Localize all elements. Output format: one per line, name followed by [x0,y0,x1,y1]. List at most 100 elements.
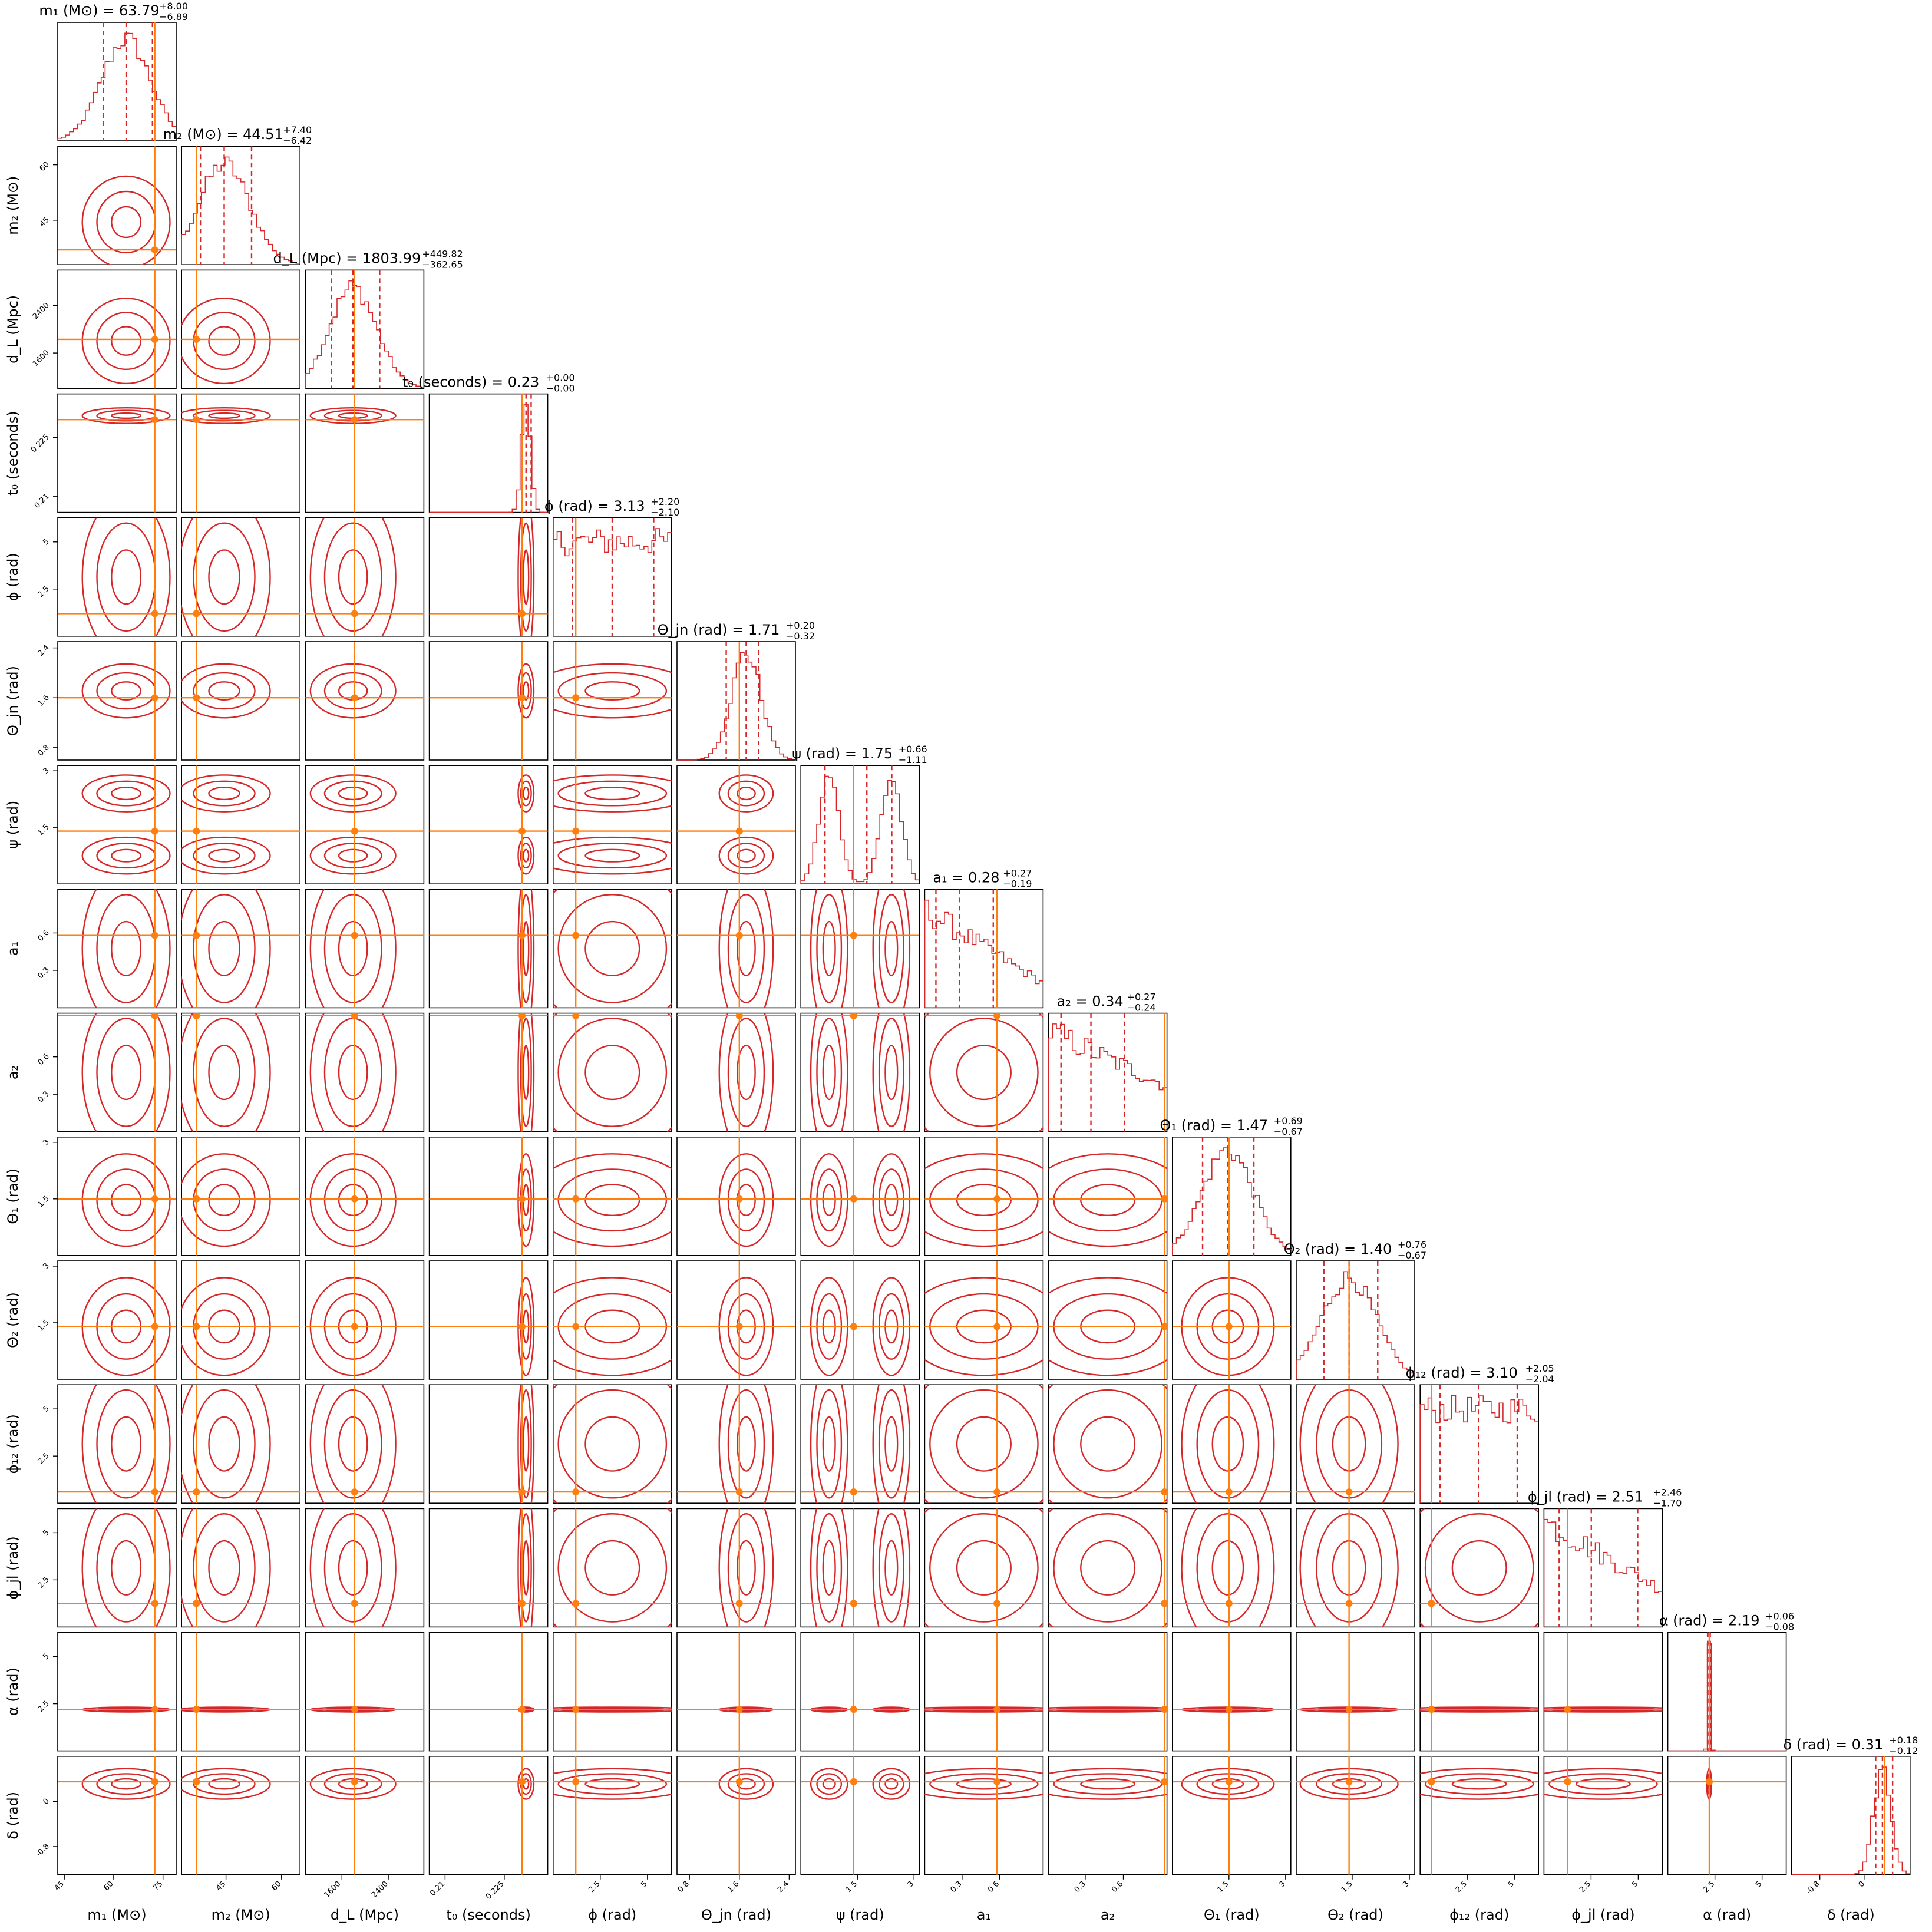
truth-marker [1161,1323,1167,1330]
contour-level [517,1013,535,1132]
x-tick-label: 5 [1630,1880,1640,1889]
contour-level [517,889,535,1008]
contour-level [111,206,142,239]
contour-level [1211,1540,1244,1596]
contour-level [553,1768,672,1800]
contour-level [309,1385,397,1504]
panel-frame [800,1012,920,1132]
panel-frame [676,765,796,884]
contour-level [1080,1540,1136,1596]
y-axis-label: Θ₁ (rad) [5,1168,21,1224]
y-axis-label: δ (rad) [5,1792,21,1839]
x-tick-label: 0.225 [484,1880,506,1901]
panel-frame [1048,1508,1168,1628]
panel-frame [305,1137,425,1256]
contour-level [323,1389,382,1499]
panel-frame [428,765,549,884]
x-tick-label: 75 [151,1880,164,1893]
contour-level [553,889,672,1008]
contour-panel [181,517,301,637]
contour-level [208,920,240,976]
x-axis-label: ψ (rad) [836,1907,884,1923]
truth-marker [1161,1600,1167,1607]
contour-panel [552,1384,672,1504]
contour-level [81,517,171,636]
panel-frame [1048,1384,1168,1504]
contour-level [338,848,368,863]
y-tick-label: 0.225 [29,433,51,455]
contour-level [517,517,535,636]
truth-marker [993,1195,1001,1203]
panel-frame [181,269,301,389]
y-tick-label: 3 [41,766,51,775]
contour-level [523,1540,530,1596]
contour-level [810,1013,848,1132]
truth-marker [518,1488,526,1495]
contour-level [523,681,530,701]
histogram-step-line [1419,1395,1539,1504]
title-plus-error: +0.06 [1765,1611,1794,1622]
contour-panel [1296,1508,1415,1628]
contour-level [1196,1773,1260,1795]
contour-level [96,1773,156,1795]
y-tick-label: 5 [41,537,51,547]
contour-level [929,1389,1039,1499]
truth-marker [151,1778,158,1785]
contour-level [1451,1540,1507,1596]
panel-frame [428,517,549,637]
panel-frame [1667,1756,1787,1875]
x-axis-label: δ (rad) [1827,1907,1875,1923]
y-axis-label: t₀ (seconds) [5,411,21,495]
hist-panel: Θ₂ (rad) = 1.40+0.76−0.67 [1284,1239,1426,1380]
y-tick-label: 0.3 [37,1089,51,1104]
truth-marker [1345,1778,1353,1785]
contour-panel [57,1508,177,1628]
panel-frame [676,1756,796,1875]
contour-level [193,780,256,807]
panel-frame [552,1384,672,1504]
panel-frame [800,765,920,884]
hist-panel: Θ_jn (rad) = 1.71+0.20−0.32 [658,620,815,761]
contour-level [557,1389,668,1499]
panel-frame [305,393,425,513]
x-tick-label: 2.5 [587,1880,602,1894]
contour-level [208,1184,240,1217]
contour-level [208,786,240,801]
contour-level [323,843,382,869]
contour-level [1048,1153,1167,1247]
truth-marker [572,827,580,835]
truth-marker [1345,1488,1353,1495]
contour-level [727,1513,765,1623]
hist-panel: a₁ = 0.28+0.27−0.19 [924,867,1044,1009]
contour-panel [1667,1756,1787,1875]
contour-level [96,672,156,710]
contour-panel [552,765,672,884]
panel-frame [428,1137,549,1256]
truth-marker [351,1778,358,1785]
contour-level [181,663,271,719]
contour-panel [428,1137,549,1256]
contour-panel [428,765,549,884]
title-plus-error: +0.76 [1398,1239,1426,1250]
contour-panel [924,1756,1044,1875]
x-tick-label: 45 [53,1880,66,1893]
contour-level [718,1508,774,1627]
x-axis-label: ϕ₁₂ (rad) [1449,1907,1509,1923]
truth-marker [1161,1195,1167,1203]
contour-level [553,774,672,813]
contour-level [884,1045,899,1101]
contour-level [557,894,668,1003]
y-tick-label: 3 [41,1138,51,1147]
contour-level [1053,1168,1162,1232]
contour-level [523,1045,530,1101]
contour-panel [552,1632,672,1752]
truth-marker [193,1323,200,1330]
truth-marker [351,1323,358,1330]
truth-marker [151,1600,158,1607]
contour-level [523,786,530,801]
contour-level [727,1168,765,1232]
contour-level [181,889,271,1008]
panel-frame [57,269,177,389]
y-tick-label: -0.8 [34,1842,51,1859]
contour-level [523,549,530,605]
